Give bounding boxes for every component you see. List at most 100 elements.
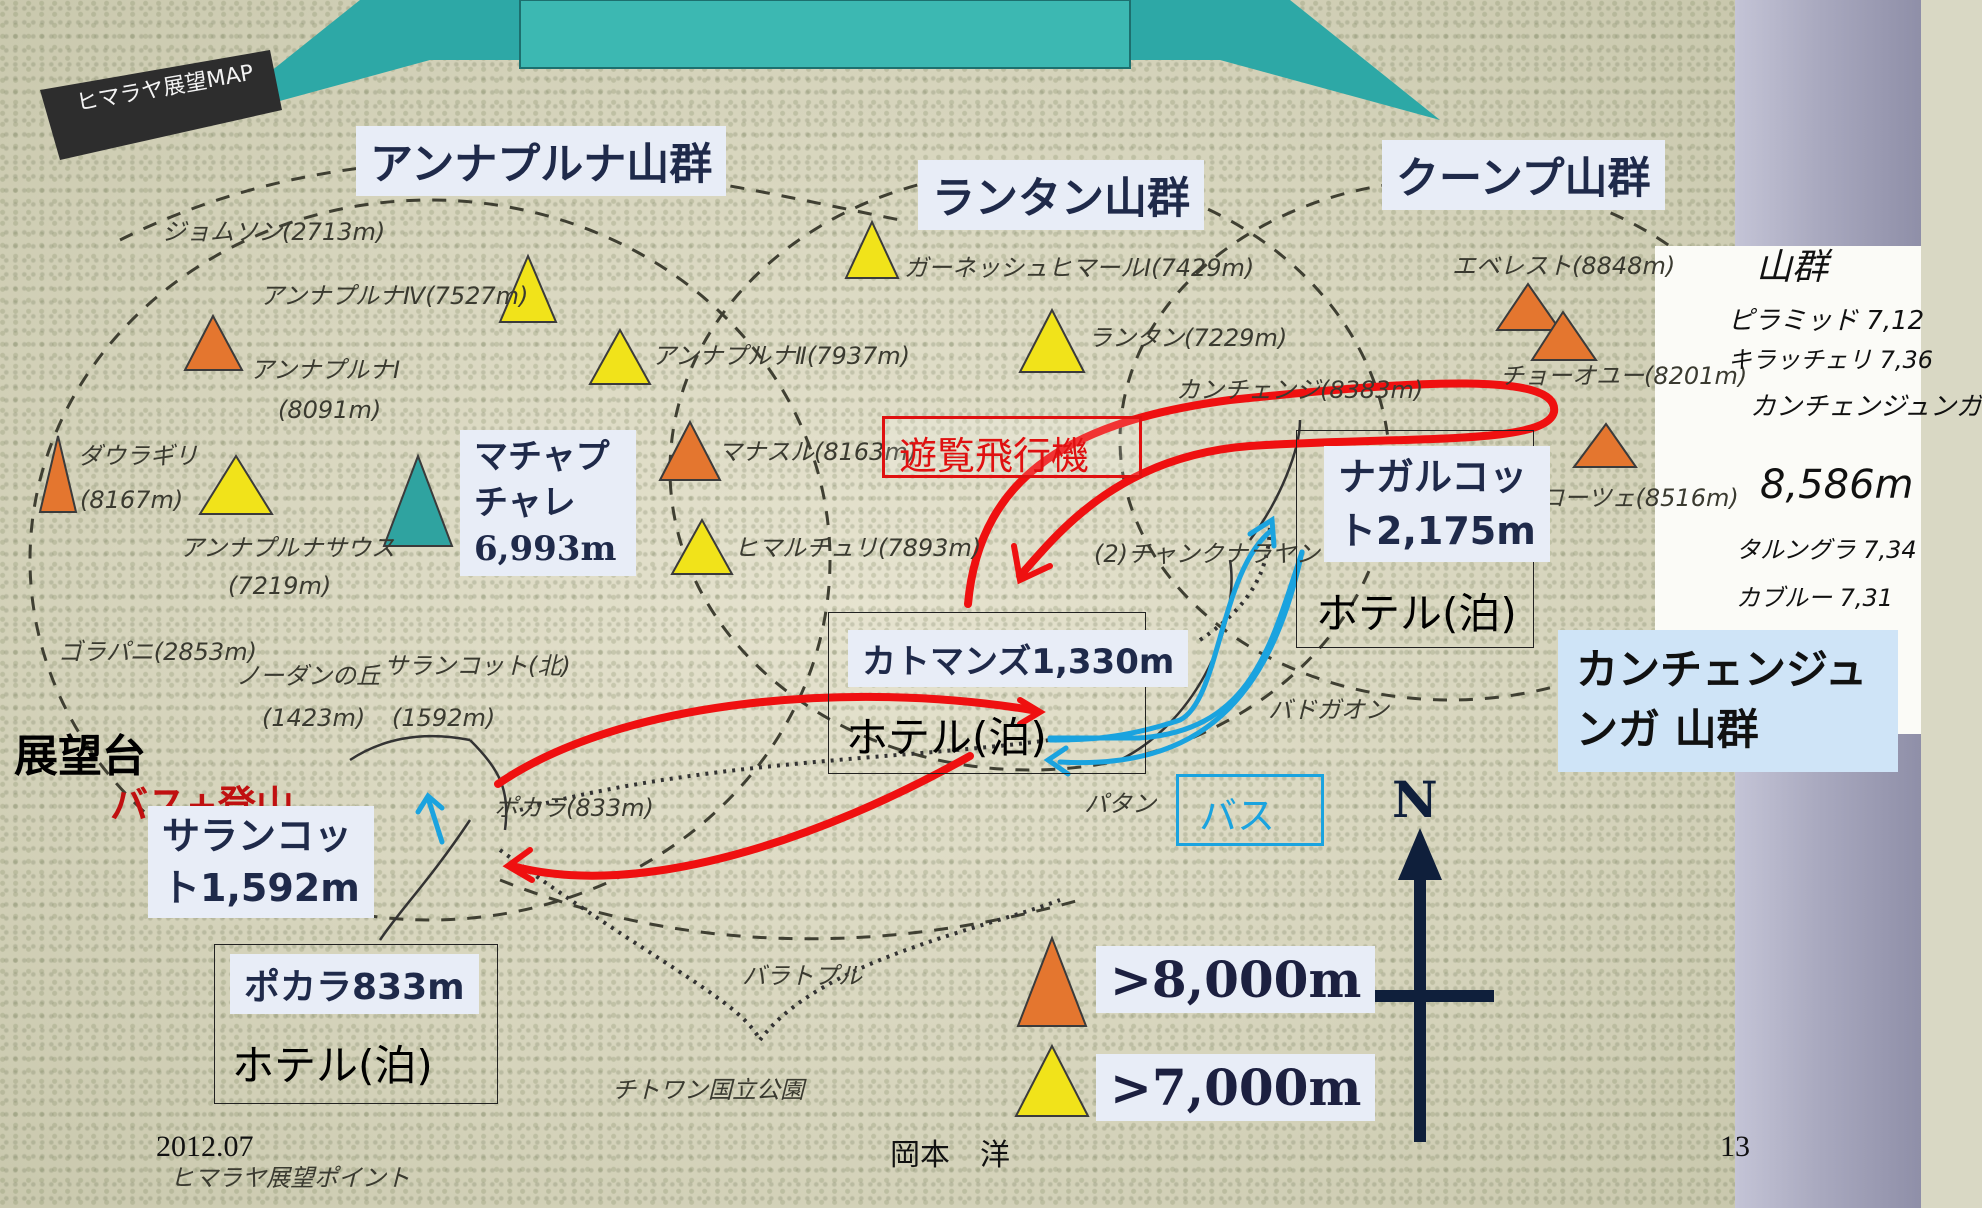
peak-everest-icon <box>1495 282 1562 331</box>
inset-row-5-name: カブルー <box>1736 584 1832 612</box>
bus-routes <box>415 515 1305 845</box>
region-annapurna: アンナプルナ山群 <box>356 126 727 196</box>
machapuchare-alt: 6,993m <box>474 529 617 569</box>
inset-row-4-name: タルングラ <box>1736 536 1856 564</box>
label-nodanda: ノーダンの丘 <box>236 662 380 690</box>
label-chitwan: チトワン国立公園 <box>612 1076 804 1104</box>
bus-label: バス <box>1176 774 1324 846</box>
region-langtang: ランタン山群 <box>918 160 1204 230</box>
sarangkot-line1: サランコッ <box>162 814 353 858</box>
legend-8000-icon <box>1016 935 1088 1027</box>
label-cho-oyu: チョーオユー(8201m) <box>1500 362 1748 390</box>
label-annapurna-south-name: アンナプルナサウス <box>180 534 396 562</box>
sightseeing-flight-route <box>964 379 1559 608</box>
legend-7000-label: >7,000m <box>1096 1054 1376 1121</box>
inset-row-1-alt: 7,12 <box>1866 306 1925 336</box>
inset-row-1: ピラミッド 7,12 <box>1728 300 1924 337</box>
peak-annapurna1-icon <box>183 313 244 371</box>
label-nodanda-alt: (1423m) <box>262 704 366 732</box>
label-langtang-peak: ランタン(7229m) <box>1088 324 1288 352</box>
legend-7000-icon <box>1014 1043 1090 1117</box>
peak-lhotse-icon <box>1572 422 1638 468</box>
peaks-7000 <box>198 219 1090 1117</box>
peak-annapurna-south-icon <box>198 454 274 515</box>
label-sarangkot-small-alt: (1592m) <box>392 704 496 732</box>
inset-title: 山群 <box>1756 247 1829 288</box>
north-arrow <box>1364 828 1494 1142</box>
nagarkot-label: ナガルコッ ト2,175m <box>1324 446 1550 562</box>
label-lhotse: ローツェ(8516m) <box>1540 484 1739 512</box>
flight-kathmandu-pokhara <box>494 692 1036 788</box>
nagarkot-hotel: ホテル(泊) <box>1316 589 1517 638</box>
machapuchare-label: マチャプ チャレ 6,993m <box>460 430 636 576</box>
label-gorapani: ゴラパニ(2853m) <box>58 638 257 666</box>
peak-annapurna4-icon <box>498 253 558 323</box>
pokhara-frame <box>214 944 498 1104</box>
machapuchare-line1: マチャプ <box>474 437 610 477</box>
machapuchare-line2: チャレ <box>474 483 576 523</box>
sarangkot-line2: ト1,592m <box>162 866 360 910</box>
legend-8000-label: >8,000m <box>1096 946 1376 1013</box>
kathmandu-frame <box>828 612 1146 774</box>
label-annapurna2: アンナプルナⅡ(7937m) <box>652 342 911 370</box>
kathmandu-label: カトマンズ1,330m <box>848 630 1189 687</box>
label-kangchen-small: カンチェンジ(8383m) <box>1176 376 1424 404</box>
label-bharatpur: バラトプル <box>742 962 862 990</box>
label-viewpoint: ヒマラヤ展望ポイント <box>170 1164 410 1192</box>
pokhara-hotel: ホテル(泊) <box>232 1041 433 1090</box>
peak-himalchuli-icon <box>670 517 734 575</box>
flight-routes <box>494 379 1559 883</box>
label-patan: パタン <box>1084 790 1156 818</box>
sarangkot-label: サランコッ ト1,592m <box>148 806 374 918</box>
label-bhaktapur: バドガオン <box>1268 696 1389 724</box>
peak-ganesh-icon <box>844 219 900 279</box>
label-chankunarayan: (2)チャンクナラヤン <box>1094 540 1320 568</box>
title-banner-left <box>210 0 520 120</box>
inset-row-5: カブルー 7,31 <box>1736 578 1893 613</box>
sightseeing-flight-label: 遊覧飛行機 <box>882 416 1142 478</box>
inset-row-3-alt: 8,586m <box>1760 462 1914 508</box>
pokhara-label: ポカラ833m <box>230 954 479 1014</box>
peak-annapurna2-icon <box>588 327 652 385</box>
peak-cho-oyu-icon <box>1530 310 1598 361</box>
region-khumbu: クーンプ山群 <box>1382 140 1665 210</box>
footer-date: 2012.07 <box>156 1130 254 1163</box>
region-kangchenjunga: カンチェンジュンガ 山群 <box>1558 630 1898 772</box>
footer-page: 13 <box>1720 1130 1750 1163</box>
inset-row-2: キラッチェリ 7,36 <box>1728 340 1933 375</box>
label-sarangkot-small: サランコット(北) <box>384 652 571 680</box>
inset-row-3-name: カンチェンジュンガ <box>1750 392 1982 422</box>
title-banner-right <box>1130 0 1440 120</box>
peak-dhaulagiri-icon <box>38 435 78 513</box>
peak-machapuchare-icon <box>382 453 454 547</box>
nagarkot-line2: ト2,175m <box>1338 509 1536 553</box>
peak-langtang-icon <box>1018 307 1086 373</box>
north-label: N <box>1392 770 1438 829</box>
base-routes <box>498 519 1272 1042</box>
inset-row-5-alt: 7,31 <box>1839 584 1894 612</box>
title-banner-center <box>519 0 1131 69</box>
peak-manaslu-icon <box>658 419 722 481</box>
label-dhaulagiri-alt: (8167m) <box>80 486 184 514</box>
label-pokhara-small: ポカラ(833m) <box>494 794 654 822</box>
inset-row-2-name: キラッチェリ <box>1728 346 1872 374</box>
peaks-8000 <box>38 282 1638 1027</box>
map-label-badge <box>40 50 282 160</box>
label-annapurna4: アンナプルナⅣ(7527m) <box>260 282 529 310</box>
label-annapurna-south-alt: (7219m) <box>228 572 332 600</box>
flight-pokhara-return <box>508 752 974 880</box>
inset-row-4: タルングラ 7,34 <box>1736 530 1917 565</box>
inset-row-4-alt: 7,34 <box>1863 536 1917 564</box>
label-ganesh: ガーネッシュヒマールⅠ(7429m) <box>904 254 1255 282</box>
inset-row-1-name: ピラミッド <box>1728 306 1859 336</box>
kathmandu-hotel: ホテル(泊) <box>846 713 1047 762</box>
footer-author: 岡本 洋 <box>890 1139 1010 1172</box>
label-jomsom: ジョムソン(2713m) <box>162 218 386 246</box>
label-himalchuli: ヒマルチュリ(7893m) <box>734 534 982 562</box>
observatory-label: 展望台 <box>14 731 146 782</box>
nagarkot-line1: ナガルコッ <box>1338 455 1528 499</box>
label-everest: エベレスト(8848m) <box>1452 252 1676 280</box>
label-dhaulagiri-name: ダウラギリ <box>78 442 198 470</box>
inset-row-2-alt: 7,36 <box>1879 346 1934 374</box>
